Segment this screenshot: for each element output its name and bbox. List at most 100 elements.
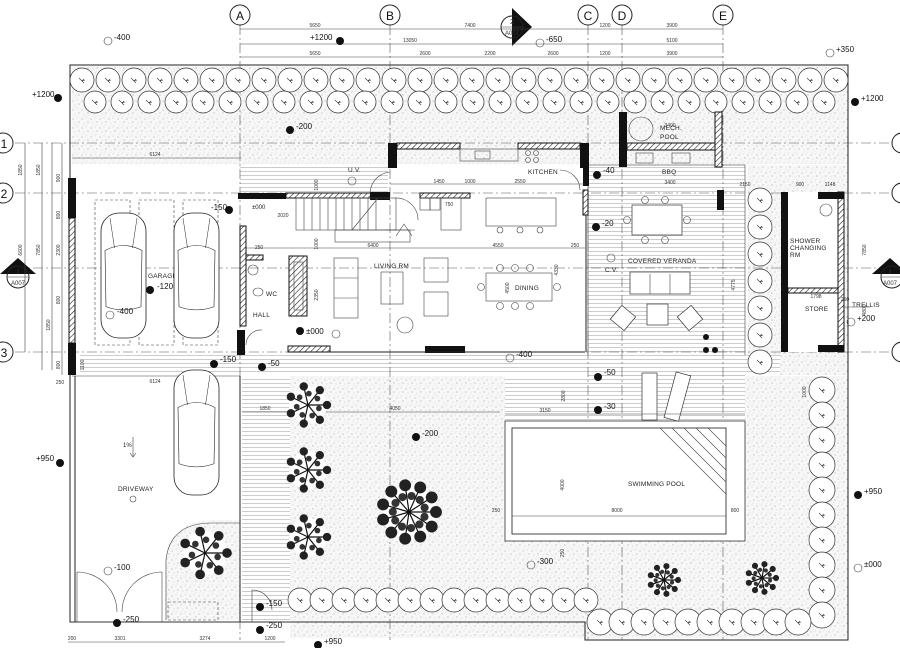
level-marker: -400	[105, 307, 134, 320]
level-marker: ±000	[296, 327, 324, 336]
shrub-icon	[461, 90, 485, 114]
svg-text:2800: 2800	[561, 390, 567, 401]
shrub-icon	[459, 67, 485, 93]
svg-text:1850: 1850	[18, 164, 24, 175]
svg-text:1200: 1200	[599, 23, 610, 29]
section-mark-right: 1 A007	[872, 258, 900, 289]
svg-text:4330: 4330	[554, 264, 560, 275]
shrub-icon	[147, 67, 173, 93]
svg-text:-20: -20	[602, 219, 614, 228]
shrub-icon	[95, 67, 121, 93]
svg-text:2350: 2350	[314, 289, 320, 300]
shrub-icon	[808, 551, 836, 579]
level-marker: -150	[256, 599, 283, 611]
grid-column-c: C	[577, 4, 599, 26]
shrub-icon	[137, 90, 161, 114]
shrub-icon	[272, 90, 296, 114]
shrub-icon	[326, 90, 350, 114]
shrub-icon	[542, 90, 566, 114]
svg-text:-120: -120	[157, 282, 174, 291]
shrub-icon	[808, 601, 836, 629]
shrub-icon	[433, 67, 459, 93]
svg-text:1: 1	[1, 137, 8, 151]
svg-text:1450: 1450	[433, 179, 444, 185]
shrub-icon	[747, 349, 773, 375]
main-house: KITCHEN U.V. WC HALL LIVING RM DINING 14…	[237, 142, 589, 355]
svg-text:3400: 3400	[664, 180, 675, 186]
level-marker: -300	[526, 557, 554, 570]
shrub-icon	[110, 90, 134, 114]
level-marker: -120	[146, 282, 174, 294]
svg-text:2600: 2600	[419, 51, 430, 57]
trellis-label: TRELLIS	[852, 302, 880, 309]
level-marker: -50	[594, 368, 616, 381]
level-marker: +1200	[851, 94, 884, 106]
svg-text:5650: 5650	[309, 23, 320, 29]
svg-text:1000: 1000	[314, 179, 320, 190]
shrub-icon	[191, 90, 215, 114]
shrub-icon	[164, 90, 188, 114]
svg-text:D: D	[618, 9, 627, 23]
shrub-icon	[355, 67, 381, 93]
shrub-icon	[287, 587, 313, 613]
svg-text:RM: RM	[790, 252, 801, 259]
svg-text:B: B	[386, 9, 394, 23]
driveway: 1% DRIVEWAY	[74, 376, 273, 622]
shrub-icon	[218, 90, 242, 114]
shrub-icon	[747, 187, 773, 213]
shrub-icon	[797, 67, 823, 93]
svg-text:800: 800	[56, 296, 62, 305]
svg-text:1798: 1798	[810, 294, 821, 300]
svg-text:6124: 6124	[149, 379, 160, 385]
hall-label: HALL	[253, 312, 270, 319]
bottom-dimensions: 200 3301 3274 1200	[68, 636, 285, 643]
grid-column-a: A	[229, 4, 251, 26]
svg-text:1: 1	[888, 270, 892, 276]
tree-icon	[647, 563, 682, 597]
level-marker: +350	[825, 45, 855, 58]
tree-icon	[286, 382, 332, 428]
svg-text:3274: 3274	[199, 636, 210, 642]
swimming-pool: SWIMMING POOL	[504, 371, 746, 542]
svg-text:-400: -400	[114, 33, 131, 42]
shrub-icon	[83, 90, 107, 114]
dining-label: DINING	[515, 285, 539, 292]
shrub-icon	[747, 214, 773, 240]
svg-text:7850: 7850	[36, 244, 42, 255]
svg-text:1000: 1000	[464, 179, 475, 185]
tree-icon	[286, 447, 332, 493]
svg-text:A007: A007	[505, 31, 520, 37]
level-markers: -400 +1200 -650 +350 +1200 +1200 -200 -4…	[32, 33, 884, 648]
svg-text:-400: -400	[516, 350, 533, 359]
house-deck	[240, 165, 388, 195]
tree-icon	[286, 514, 332, 560]
svg-text:3900: 3900	[666, 23, 677, 29]
svg-text:3900: 3900	[666, 51, 677, 57]
svg-text:-200: -200	[422, 429, 439, 438]
shrub-icon	[488, 90, 512, 114]
svg-text:+950: +950	[864, 487, 883, 496]
section-mark-top: 2 A007	[500, 8, 532, 46]
shrub-icon	[677, 90, 701, 114]
level-marker: -400	[103, 33, 131, 46]
svg-text:CHANGING: CHANGING	[790, 245, 827, 252]
svg-text:-200: -200	[296, 122, 313, 131]
shrub-icon	[407, 90, 431, 114]
svg-text:750: 750	[445, 202, 454, 208]
shrub-icon	[623, 90, 647, 114]
level-marker: -40	[593, 166, 615, 179]
svg-text:-250: -250	[266, 621, 283, 630]
svg-text:A007: A007	[883, 281, 898, 287]
svg-text:250: 250	[841, 297, 850, 303]
svg-text:2300: 2300	[56, 244, 62, 255]
svg-text:A007: A007	[11, 281, 26, 287]
shrub-icon	[596, 90, 620, 114]
level-marker: -50	[258, 359, 280, 371]
shrub-icon	[303, 67, 329, 93]
wc-label: WC	[266, 291, 277, 298]
svg-text:4500: 4500	[505, 282, 511, 293]
shrub-icon	[380, 90, 404, 114]
svg-text:1000: 1000	[802, 386, 808, 397]
svg-text:+1200: +1200	[32, 90, 55, 99]
